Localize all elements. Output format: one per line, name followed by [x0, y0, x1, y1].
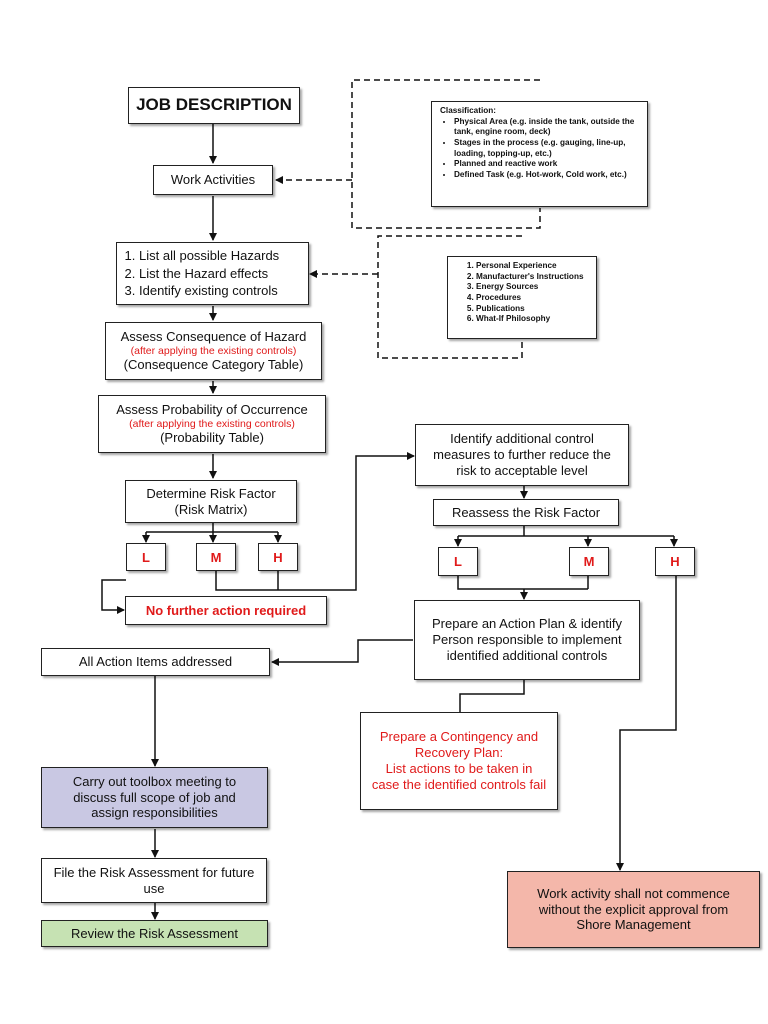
probability-table: (Probability Table): [160, 430, 264, 446]
risk-factor-title: Determine Risk Factor: [146, 485, 276, 501]
shore-approval-box[interactable]: Work activity shall not commence without…: [507, 871, 760, 948]
identify-additional-label: Identify additional control measures to …: [433, 431, 611, 478]
shore-approval-label: Work activity shall not commence without…: [537, 885, 730, 933]
file-risk-assessment-label: File the Risk Assessment for future use: [53, 864, 255, 896]
work-activities-label: Work Activities: [170, 172, 256, 188]
contingency-title: Prepare a Contingency and Recovery Plan:: [379, 729, 539, 761]
classification-item: Stages in the process (e.g. gauging, lin…: [454, 138, 641, 159]
contingency-detail: List actions to be taken in case the ide…: [371, 761, 547, 792]
review-risk-assessment-label: Review the Risk Assessment: [71, 925, 238, 941]
contingency-plan-box[interactable]: Prepare a Contingency and Recovery Plan:…: [360, 712, 558, 810]
consequence-title: Assess Consequence of Hazard: [120, 328, 307, 344]
reassess-medium-box[interactable]: M: [569, 547, 609, 576]
assess-consequence-box[interactable]: Assess Consequence of Hazard (after appl…: [105, 322, 322, 380]
classification-item: Defined Task (e.g. Hot-work, Cold work, …: [454, 170, 641, 181]
action-plan-label: Prepare an Action Plan & identify Person…: [431, 616, 623, 663]
classification-item: Physical Area (e.g. inside the tank, out…: [454, 117, 641, 138]
hazards-list: List all possible Hazards List the Hazar…: [117, 247, 279, 301]
toolbox-meeting-box[interactable]: Carry out toolbox meeting to discuss ful…: [41, 767, 268, 828]
toolbox-meeting-label: Carry out toolbox meeting to discuss ful…: [72, 773, 237, 821]
classification-note: Classification: Physical Area (e.g. insi…: [431, 101, 648, 207]
reassess-low-box[interactable]: L: [438, 547, 478, 576]
sources-item: Energy Sources: [476, 282, 590, 293]
risk-low-box[interactable]: L: [126, 543, 166, 571]
all-action-items-box[interactable]: All Action Items addressed: [41, 648, 270, 676]
all-action-items-label: All Action Items addressed: [78, 654, 233, 670]
risk-medium-box[interactable]: M: [196, 543, 236, 571]
action-plan-box[interactable]: Prepare an Action Plan & identify Person…: [414, 600, 640, 680]
identify-additional-controls-box[interactable]: Identify additional control measures to …: [415, 424, 629, 486]
sources-item: Procedures: [476, 293, 590, 304]
sources-item: Personal Experience: [476, 261, 590, 272]
job-description-box[interactable]: JOB DESCRIPTION: [128, 87, 300, 124]
classification-heading: Classification:: [440, 106, 496, 115]
risk-high-box[interactable]: H: [258, 543, 298, 571]
sources-item: What-If Philosophy: [476, 314, 590, 325]
sources-list: Personal Experience Manufacturer's Instr…: [454, 261, 590, 325]
consequence-table: (Consequence Category Table): [123, 357, 304, 373]
hazards-box[interactable]: List all possible Hazards List the Hazar…: [116, 242, 309, 305]
sources-item: Publications: [476, 304, 590, 315]
file-risk-assessment-box[interactable]: File the Risk Assessment for future use: [41, 858, 267, 903]
probability-note: (after applying the existing controls): [129, 417, 295, 430]
risk-factor-box[interactable]: Determine Risk Factor (Risk Matrix): [125, 480, 297, 523]
reassess-label: Reassess the Risk Factor: [451, 504, 601, 520]
no-further-action-box[interactable]: No further action required: [125, 596, 327, 625]
review-risk-assessment-box[interactable]: Review the Risk Assessment: [41, 920, 268, 947]
hazards-item: List the Hazard effects: [139, 265, 279, 283]
classification-item: Planned and reactive work: [454, 159, 641, 170]
risk-factor-matrix: (Risk Matrix): [174, 501, 248, 517]
reassess-risk-box[interactable]: Reassess the Risk Factor: [433, 499, 619, 526]
reassess-high-box[interactable]: H: [655, 547, 695, 576]
probability-title: Assess Probability of Occurrence: [116, 401, 308, 417]
job-description-label: JOB DESCRIPTION: [136, 95, 292, 115]
assess-probability-box[interactable]: Assess Probability of Occurrence (after …: [98, 395, 326, 453]
sources-note: Personal Experience Manufacturer's Instr…: [447, 256, 597, 339]
hazards-item: Identify existing controls: [139, 282, 279, 300]
classification-list: Physical Area (e.g. inside the tank, out…: [440, 117, 641, 181]
work-activities-box[interactable]: Work Activities: [153, 165, 273, 195]
consequence-note: (after applying the existing controls): [130, 344, 297, 357]
hazards-item: List all possible Hazards: [139, 247, 279, 265]
no-further-action-label: No further action required: [145, 602, 307, 618]
sources-item: Manufacturer's Instructions: [476, 272, 590, 283]
